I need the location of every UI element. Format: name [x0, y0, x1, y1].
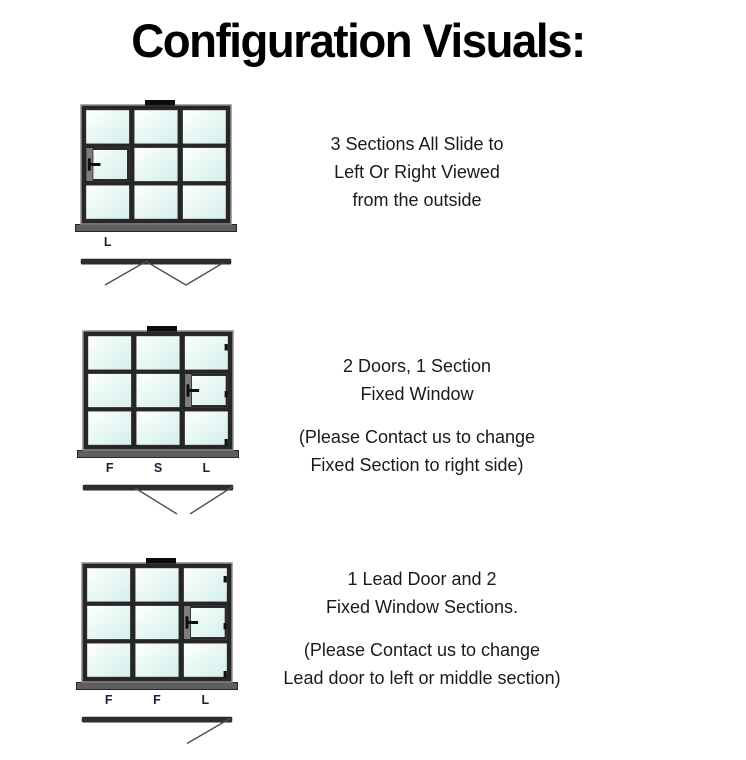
window-diagram — [77, 326, 239, 458]
section-label: F — [105, 461, 114, 475]
section-label: L — [103, 235, 112, 249]
section-label: F — [153, 693, 161, 707]
page-title: Configuration Visuals: — [131, 14, 586, 67]
section-label: L — [201, 693, 210, 707]
caption-line: Lead door to left or middle section) — [283, 668, 561, 688]
section-label: F — [104, 693, 113, 707]
caption-line: 2 Doors, 1 Section — [342, 356, 492, 376]
caption-line: Left Or Right Viewed — [334, 162, 500, 182]
caption-line: 3 Sections All Slide to — [330, 134, 504, 154]
window-diagram — [75, 100, 237, 232]
section-label: S — [153, 461, 163, 475]
section-labels: L — [75, 235, 237, 253]
caption-line: Fixed Window Sections. — [325, 597, 519, 617]
section-label: L — [202, 461, 211, 475]
caption-line: (Please Contact us to change — [298, 427, 536, 447]
window-diagram — [76, 558, 238, 690]
caption-3: 1 Lead Door and 2 Fixed Window Sections. (… — [246, 565, 598, 692]
window-figure-1: L — [75, 99, 237, 299]
caption-line: 1 Lead Door and 2 — [347, 569, 497, 589]
caption-line: from the outside — [352, 190, 482, 210]
slide-direction-diagram — [81, 716, 233, 745]
slide-direction-diagram — [80, 258, 232, 286]
slide-direction-diagram — [82, 484, 234, 515]
caption-1: 3 Sections All Slide to Left Or Right Vie… — [267, 130, 567, 214]
caption-line: Fixed Section to right side) — [310, 455, 524, 475]
caption-line: Fixed Window — [360, 384, 474, 404]
caption-line: (Please Contact us to change — [303, 640, 541, 660]
